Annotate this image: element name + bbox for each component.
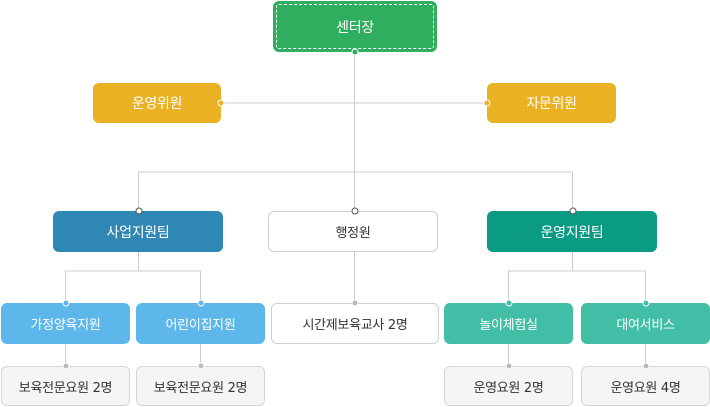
node-staff-rental: 운영요원 4명 (581, 366, 710, 406)
connector-dot (642, 362, 649, 370)
node-staff-daycare: 보육전문요원 2명 (136, 366, 265, 406)
node-unit-play: 놀이체험실 (444, 303, 573, 344)
node-admin: 행정원 (268, 211, 438, 252)
node-staff-rental-label: 운영요원 4명 (610, 380, 681, 396)
connector-dot (135, 207, 142, 215)
connector-dot (505, 362, 512, 370)
node-committee-ops: 운영위원 (93, 83, 221, 123)
connector-dot (62, 299, 69, 307)
node-admin-label: 행정원 (335, 226, 371, 241)
connector-dot (569, 207, 576, 215)
connector-dot (642, 299, 649, 307)
node-unit-part-time: 시간제보육교사 2명 (271, 303, 439, 344)
node-committee-advisory-label: 자문위원 (526, 96, 577, 112)
line-team-ops (354, 171, 573, 211)
line-bus-units (65, 252, 201, 303)
node-team-operations-label: 운영지원팀 (540, 224, 604, 241)
node-unit-rental: 대여서비스 (581, 303, 710, 344)
line-ops-units (508, 252, 646, 303)
line-staff-links (65, 344, 646, 366)
connector-dot (505, 299, 512, 307)
connector-dot (197, 362, 204, 370)
connector-dot (217, 99, 225, 107)
node-committee-advisory: 자문위원 (487, 83, 616, 123)
node-unit-part-time-label: 시간제보육교사 2명 (302, 318, 408, 333)
node-head-label: 센터장 (336, 19, 374, 36)
node-unit-daycare: 어린이집지원 (136, 303, 265, 344)
line-team-bus (138, 171, 355, 211)
node-unit-play-label: 놀이체험실 (479, 318, 538, 333)
node-unit-family-label: 가정양육지원 (30, 318, 101, 333)
node-committee-ops-label: 운영위원 (131, 96, 183, 112)
node-staff-family: 보육전문요원 2명 (1, 366, 130, 406)
node-staff-family-label: 보육전문요원 2명 (18, 380, 113, 396)
node-staff-play-label: 운영요원 2명 (473, 380, 544, 396)
connector-dot (351, 207, 358, 215)
node-team-business: 사업지원팀 (53, 211, 223, 252)
node-team-operations: 운영지원팀 (487, 211, 657, 252)
node-unit-rental-label: 대여서비스 (616, 318, 675, 333)
node-staff-daycare-label: 보육전문요원 2명 (153, 380, 248, 396)
node-head: 센터장 (273, 1, 437, 52)
node-team-business-label: 사업지원팀 (106, 224, 170, 241)
connector-dot (197, 299, 204, 307)
connector-dot (351, 299, 358, 307)
connector-dot (351, 48, 358, 56)
node-unit-daycare-label: 어린이집지원 (165, 318, 236, 333)
node-staff-play: 운영요원 2명 (444, 366, 573, 406)
node-unit-family: 가정양육지원 (1, 303, 130, 344)
connector-dot (483, 99, 491, 107)
connector-dot (62, 362, 69, 370)
